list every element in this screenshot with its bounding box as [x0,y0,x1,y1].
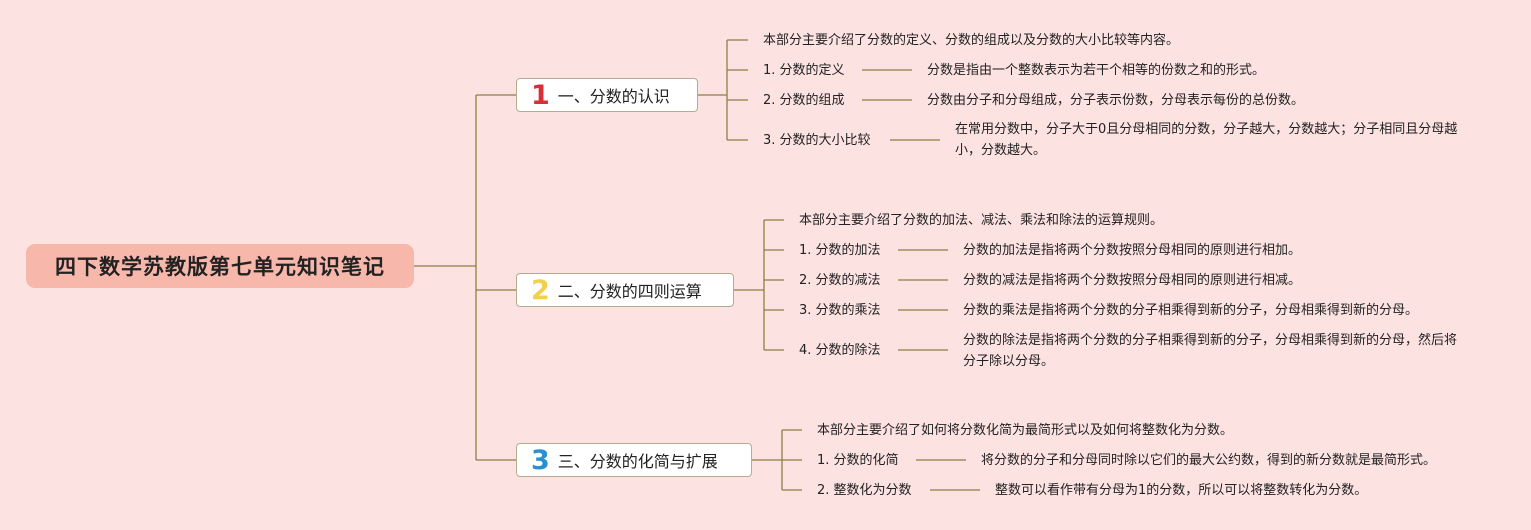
root-topic[interactable]: 四下数学苏教版第七单元知识笔记 [26,244,414,288]
subtopic-label[interactable]: 4. 分数的除法 [799,343,881,358]
subtopic-label[interactable]: 2. 分数的减法 [799,273,881,288]
number-2-icon: 2 [531,274,550,306]
number-1-icon: 1 [531,79,550,111]
topic-fraction-basics[interactable]: 1 一、分数的认识 [516,78,698,112]
subtopic-label[interactable]: 2. 分数的组成 [763,93,845,108]
subtopic-desc: 分数的加法是指将两个分数按照分母相同的原则进行相加。 [963,243,1302,258]
subtopic-desc: 分数的减法是指将两个分数按照分母相同的原则进行相减。 [963,273,1302,288]
subtopic-desc: 分数的乘法是指将两个分数的分子相乘得到新的分子，分母相乘得到新的分母。 [963,303,1419,318]
subtopic-label[interactable]: 2. 整数化为分数 [817,483,912,498]
topic-summary: 本部分主要介绍了如何将分数化简为最简形式以及如何将整数化为分数。 [817,423,1234,438]
subtopic-desc: 分数的除法是指将两个分数的分子相乘得到新的分子，分母相乘得到新的分母，然后将分子… [963,333,1458,369]
subtopic-label[interactable]: 3. 分数的大小比较 [763,133,871,148]
topic-title: 三、分数的化简与扩展 [557,452,718,471]
number-3-icon: 3 [531,444,550,476]
topic-summary: 本部分主要介绍了分数的定义、分数的组成以及分数的大小比较等内容。 [763,33,1180,48]
subtopic-desc: 整数可以看作带有分母为1的分数，所以可以将整数转化为分数。 [995,483,1368,498]
topic-title: 一、分数的认识 [557,87,670,106]
subtopic-desc: 分数是指由一个整数表示为若干个相等的份数之和的形式。 [927,63,1266,78]
subtopic-label[interactable]: 1. 分数的加法 [799,243,881,258]
subtopic-label[interactable]: 1. 分数的定义 [763,63,845,78]
topic-fraction-simplification[interactable]: 3 三、分数的化简与扩展 [516,443,752,477]
subtopic-label[interactable]: 1. 分数的化简 [817,453,899,468]
subtopic-desc: 分数由分子和分母组成，分子表示份数，分母表示每份的总份数。 [927,93,1305,108]
topic-fraction-operations[interactable]: 2 二、分数的四则运算 [516,273,734,307]
root-title: 四下数学苏教版第七单元知识笔记 [55,255,385,279]
topic-title: 二、分数的四则运算 [557,282,702,301]
subtopic-desc: 将分数的分子和分母同时除以它们的最大公约数，得到的新分数就是最简形式。 [981,453,1437,468]
subtopic-label[interactable]: 3. 分数的乘法 [799,303,881,318]
subtopic-desc: 在常用分数中，分子大于0且分母相同的分数，分子越大，分数越大；分子相同且分母越小… [955,122,1458,158]
topic-summary: 本部分主要介绍了分数的加法、减法、乘法和除法的运算规则。 [799,213,1164,228]
